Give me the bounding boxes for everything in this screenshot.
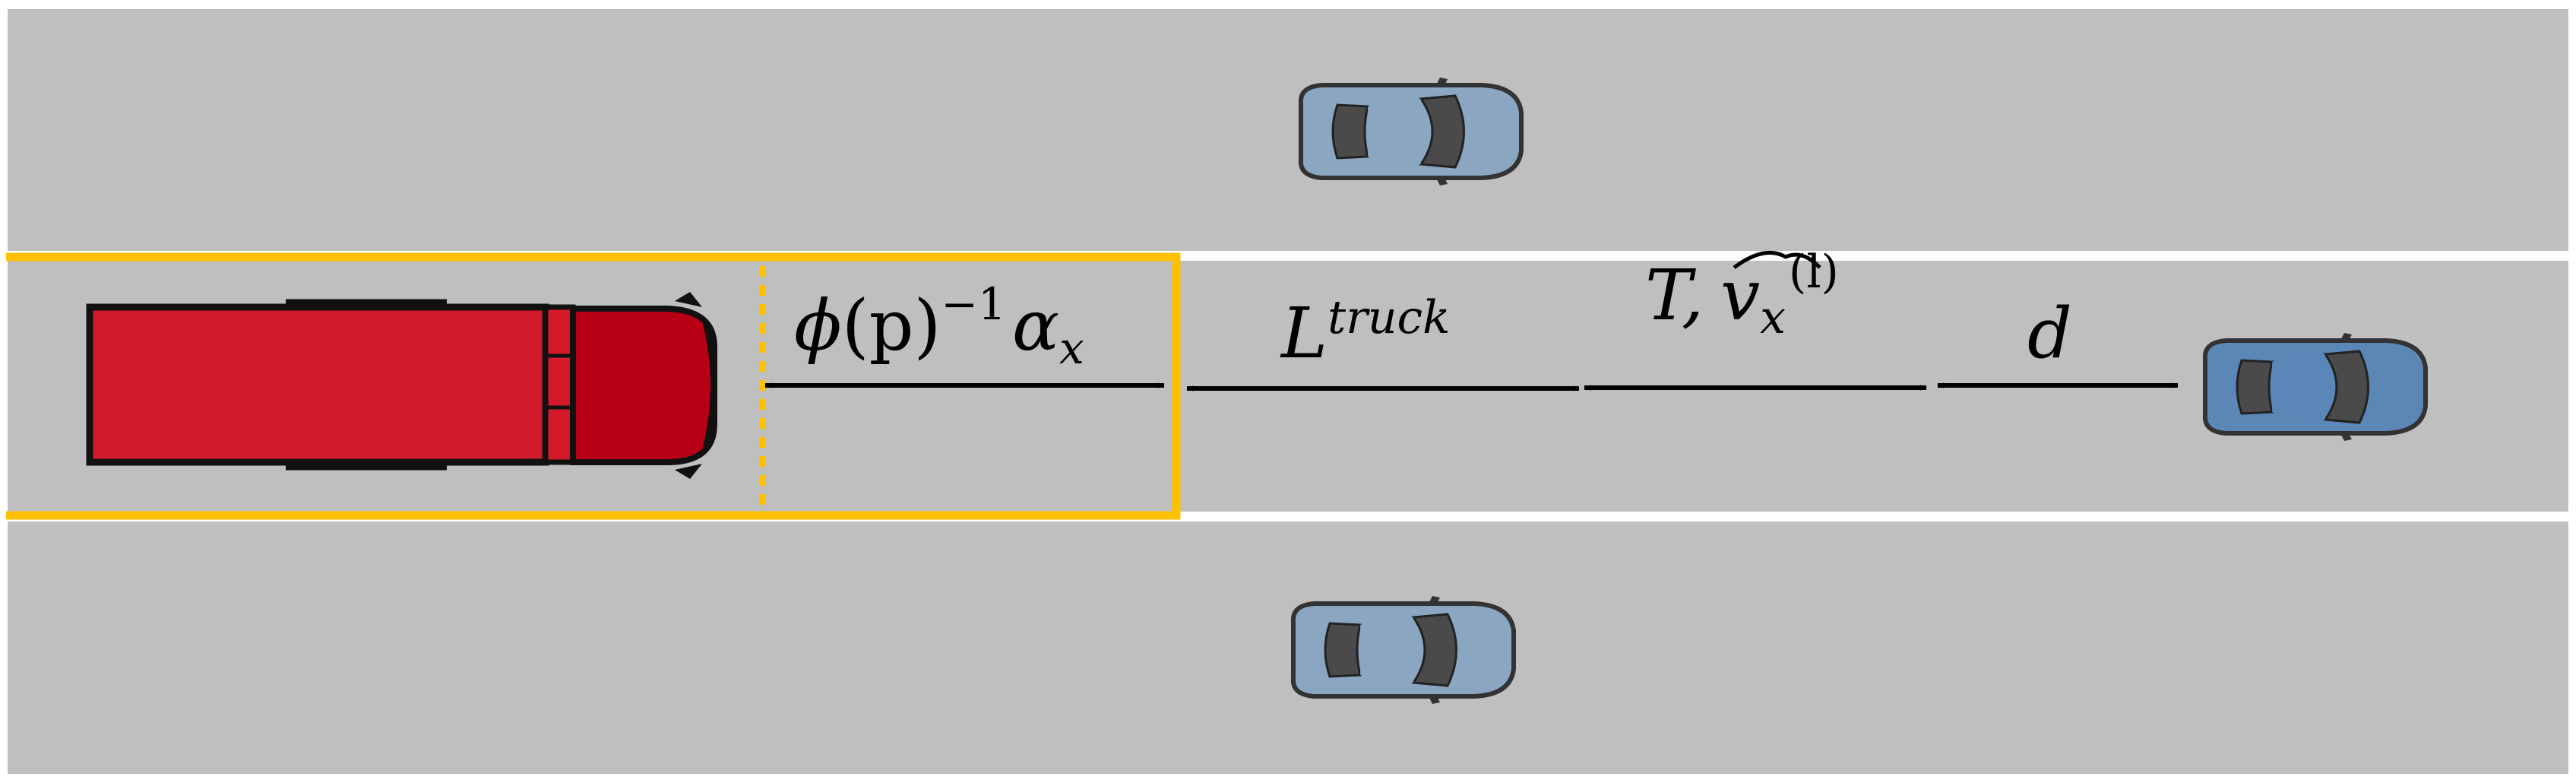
label-safety-gap: ϕ(p)−1αx (794, 278, 1084, 374)
road-lane-bottom (8, 521, 2568, 774)
label-time-speed: T,vx(l) (1645, 246, 1839, 344)
truck-cab (570, 306, 717, 465)
car-lead (2205, 333, 2426, 441)
car-top-lane (1301, 78, 1521, 185)
truck-trailer (86, 303, 549, 466)
truck (86, 292, 717, 479)
label-truck-length: Ltruck (1280, 291, 1451, 374)
road-lane-top (8, 9, 2568, 251)
hat-accent (1733, 250, 1821, 270)
svg-text:T,vx(l): T,vx(l) (1645, 246, 1839, 344)
car-bottom-lane (1293, 596, 1514, 704)
safety-zone-outline (6, 252, 1181, 520)
label-distance: d (2027, 293, 2072, 374)
